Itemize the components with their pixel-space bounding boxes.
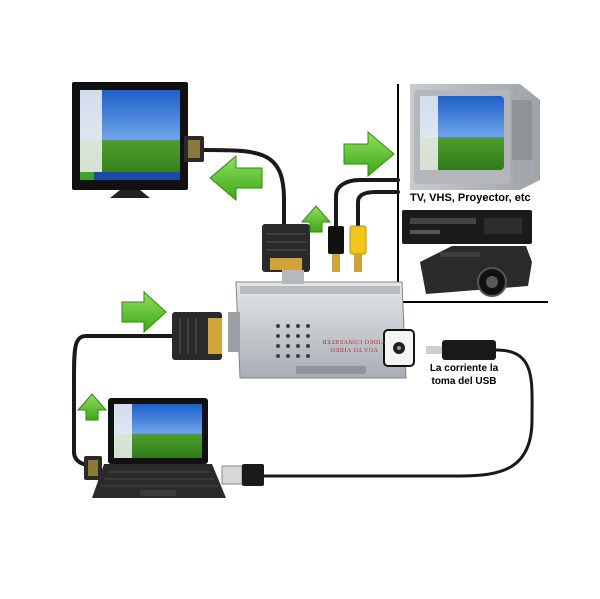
- vga-plug-converter-top-icon: [262, 224, 310, 272]
- usb-plug-icon: [221, 464, 264, 486]
- flat-screen-tv-icon: [72, 82, 188, 198]
- vent-grid: [276, 324, 310, 358]
- converter-label-line1: VIDEO CONVERTER: [322, 338, 386, 344]
- arrow-left-to-tv-icon: [209, 154, 263, 202]
- vga-cable-to-tv: [200, 148, 286, 228]
- dc-jack-highlight: [383, 329, 415, 367]
- projector-icon: [420, 246, 532, 297]
- usb-power-cable: [260, 348, 534, 478]
- arrow-up-converter-icon: [300, 205, 332, 233]
- vhs-player-icon: [402, 210, 532, 244]
- arrow-right-to-crt-icon: [343, 130, 395, 178]
- vga-plug-laptop-icon: [84, 456, 102, 480]
- laptop-icon: [92, 398, 226, 498]
- svideo-plug-icon: [328, 226, 344, 272]
- crt-tv-icon: [410, 84, 540, 190]
- svideo-cable: [334, 178, 400, 228]
- dc-power-plug-icon: [426, 340, 496, 360]
- arrow-up-laptop-icon: [76, 393, 108, 421]
- rca-plug-icon: [349, 225, 367, 272]
- usb-power-label-line1: La corriente la: [429, 363, 499, 374]
- vga-converter-icon: [228, 270, 407, 379]
- usb-power-label-line2: toma del USB: [431, 376, 497, 387]
- vga-plug-converter-left-icon: [172, 312, 222, 360]
- output-devices-label: TV, VHS, Proyector, etc: [410, 192, 531, 204]
- rca-cable: [356, 190, 400, 228]
- usb-power-label: La corriente la toma del USB: [424, 362, 504, 388]
- converter-label-line2: VGA TO VIDEO: [330, 346, 379, 352]
- arrow-right-to-converter-icon: [121, 290, 167, 334]
- vga-plug-tv-icon: [184, 136, 204, 162]
